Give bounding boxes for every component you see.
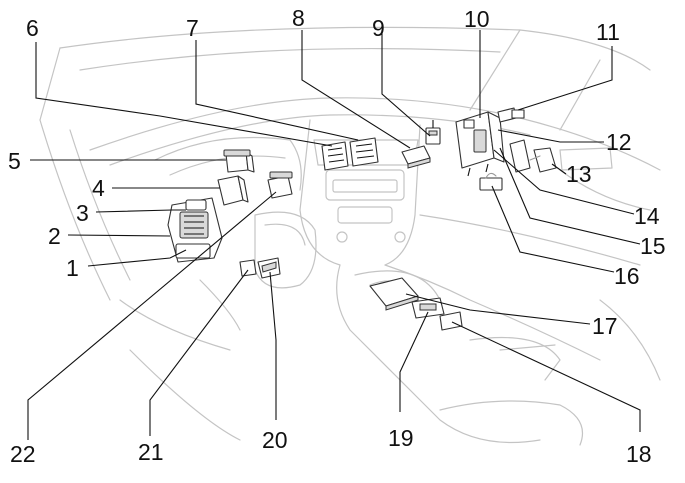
console-relays-18-19 xyxy=(411,297,463,331)
module-13 xyxy=(509,139,557,173)
callout-11: 11 xyxy=(596,19,620,45)
callout-17: 17 xyxy=(592,313,618,339)
callout-8: 8 xyxy=(292,5,305,31)
dashboard-outline xyxy=(39,26,661,446)
callout-9: 9 xyxy=(372,15,385,41)
relay-9 xyxy=(425,120,441,145)
callout-14: 14 xyxy=(634,203,660,229)
leader-lines xyxy=(27,30,641,440)
relay-4 xyxy=(217,175,249,206)
relay-16 xyxy=(479,172,503,191)
callout-1: 1 xyxy=(66,255,79,281)
callout-labels: 1 2 3 4 5 6 7 8 9 10 11 12 13 14 15 16 1… xyxy=(8,5,666,467)
callout-6: 6 xyxy=(26,15,39,41)
callout-18: 18 xyxy=(626,441,652,467)
callout-12: 12 xyxy=(606,129,632,155)
callout-22: 22 xyxy=(10,441,36,467)
relay-11 xyxy=(497,107,525,123)
relay-5 xyxy=(223,149,255,173)
passenger-junction-block xyxy=(455,111,505,177)
callout-20: 20 xyxy=(262,427,288,453)
callout-21: 21 xyxy=(138,439,164,465)
left-junction-block xyxy=(167,197,223,263)
callout-5: 5 xyxy=(8,148,21,174)
callout-2: 2 xyxy=(48,223,61,249)
callout-4: 4 xyxy=(92,175,105,201)
center-module-6-7 xyxy=(321,137,379,171)
callout-3: 3 xyxy=(76,200,89,226)
callout-19: 19 xyxy=(388,425,414,451)
knee-modules-20-21 xyxy=(239,257,281,279)
callout-16: 16 xyxy=(614,263,640,289)
console-module-17 xyxy=(369,277,419,311)
callout-13: 13 xyxy=(566,161,592,187)
components xyxy=(167,107,557,331)
callout-7: 7 xyxy=(186,15,199,41)
module-8 xyxy=(401,145,431,169)
callout-15: 15 xyxy=(640,233,666,259)
relay-22 xyxy=(267,171,293,199)
callout-10: 10 xyxy=(464,6,490,32)
